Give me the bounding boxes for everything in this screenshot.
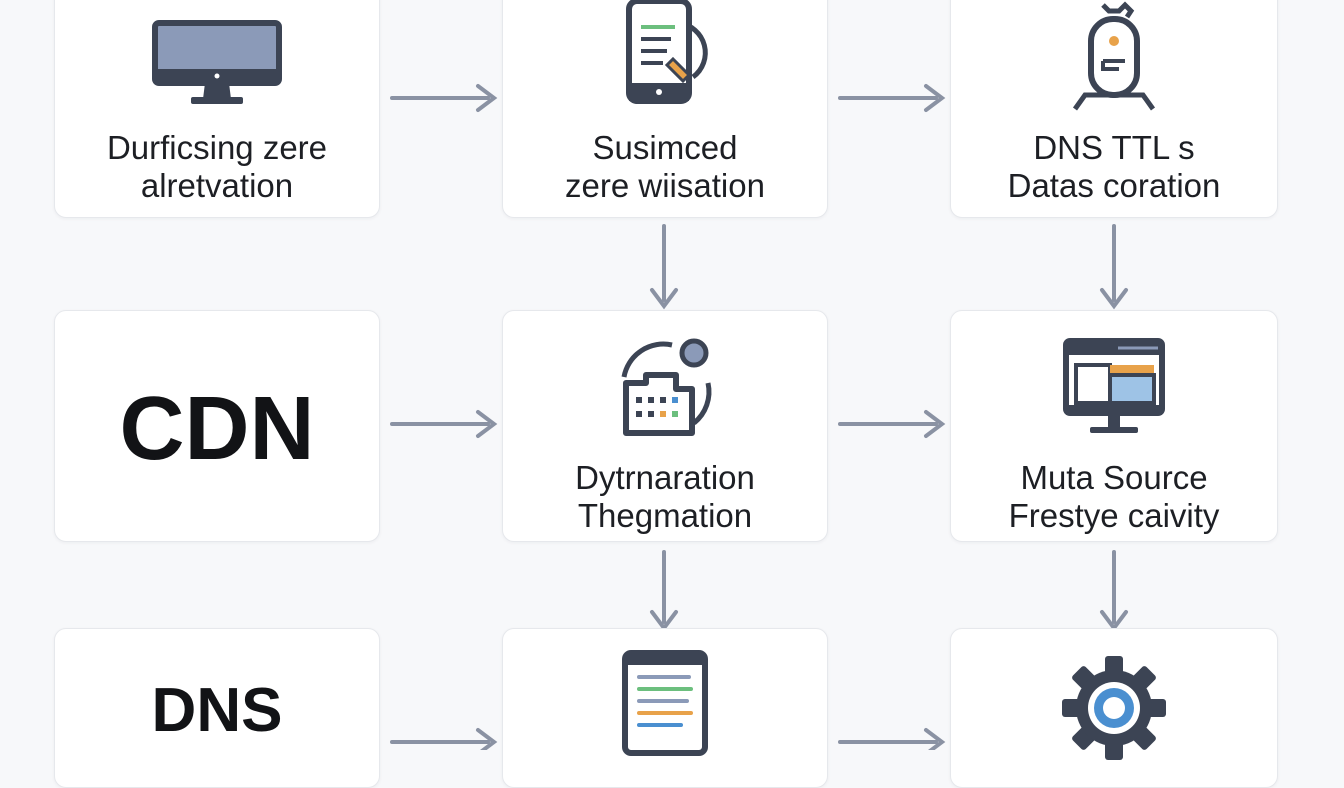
list-panel-icon <box>622 650 708 756</box>
sync-grid-icon <box>621 338 712 436</box>
label-line-2: alretvation <box>140 167 294 204</box>
node-label: Durficsing zere alretvation <box>55 129 379 205</box>
node-r1c2: Susimced zere wiisation <box>502 0 828 218</box>
node-label: Susimced zere wiisation <box>503 129 827 205</box>
node-label: Muta Source Frestye caivity <box>951 459 1277 535</box>
node-r3c3 <box>950 628 1278 788</box>
label-line-1: DNS TTL s <box>1033 129 1195 166</box>
timer-icon <box>1072 1 1156 111</box>
label-line-1: Muta Source <box>1020 459 1208 496</box>
mobile-document-icon <box>626 0 708 104</box>
label-line-2: Frestye caivity <box>1008 497 1220 534</box>
node-label: Dytrnaration Thegmation <box>503 459 827 535</box>
node-r1c1: Durficsing zere alretvation <box>54 0 380 218</box>
arrowhead <box>476 410 498 438</box>
desktop-dashboard-icon <box>1063 338 1165 433</box>
label-line-2: zere wiisation <box>565 167 765 204</box>
gear-icon <box>1062 656 1166 760</box>
label-line-1: Dytrnaration <box>575 459 755 496</box>
node-r1c3: DNS TTL s Datas coration <box>950 0 1278 218</box>
node-r3c1: DNS <box>54 628 380 788</box>
node-label-dns: DNS <box>151 676 283 745</box>
label-line-1: Susimced <box>592 129 738 166</box>
arrowhead <box>924 84 946 112</box>
arrowhead <box>1100 610 1128 632</box>
node-label-cdn: CDN <box>119 379 315 479</box>
arrowhead <box>476 84 498 112</box>
label-line-2: Thegmation <box>577 497 753 534</box>
node-r2c3: Muta Source Frestye caivity <box>950 310 1278 542</box>
label-line-1: Durficsing zere <box>106 129 328 166</box>
arrowhead <box>1100 288 1128 310</box>
arrowhead <box>650 288 678 310</box>
arrowhead <box>650 610 678 632</box>
node-label: DNS TTL s Datas coration <box>951 129 1277 205</box>
arrowhead <box>924 728 946 750</box>
monitor-icon <box>152 20 282 104</box>
label-line-2: Datas coration <box>1007 167 1221 204</box>
node-r3c2 <box>502 628 828 788</box>
arrowhead <box>476 728 498 750</box>
node-r2c2: Dytrnaration Thegmation <box>502 310 828 542</box>
flow-diagram: Durficsing zere alretvation Susimced zer… <box>54 0 1278 788</box>
arrowhead <box>924 410 946 438</box>
node-r2c1: CDN <box>54 310 380 542</box>
